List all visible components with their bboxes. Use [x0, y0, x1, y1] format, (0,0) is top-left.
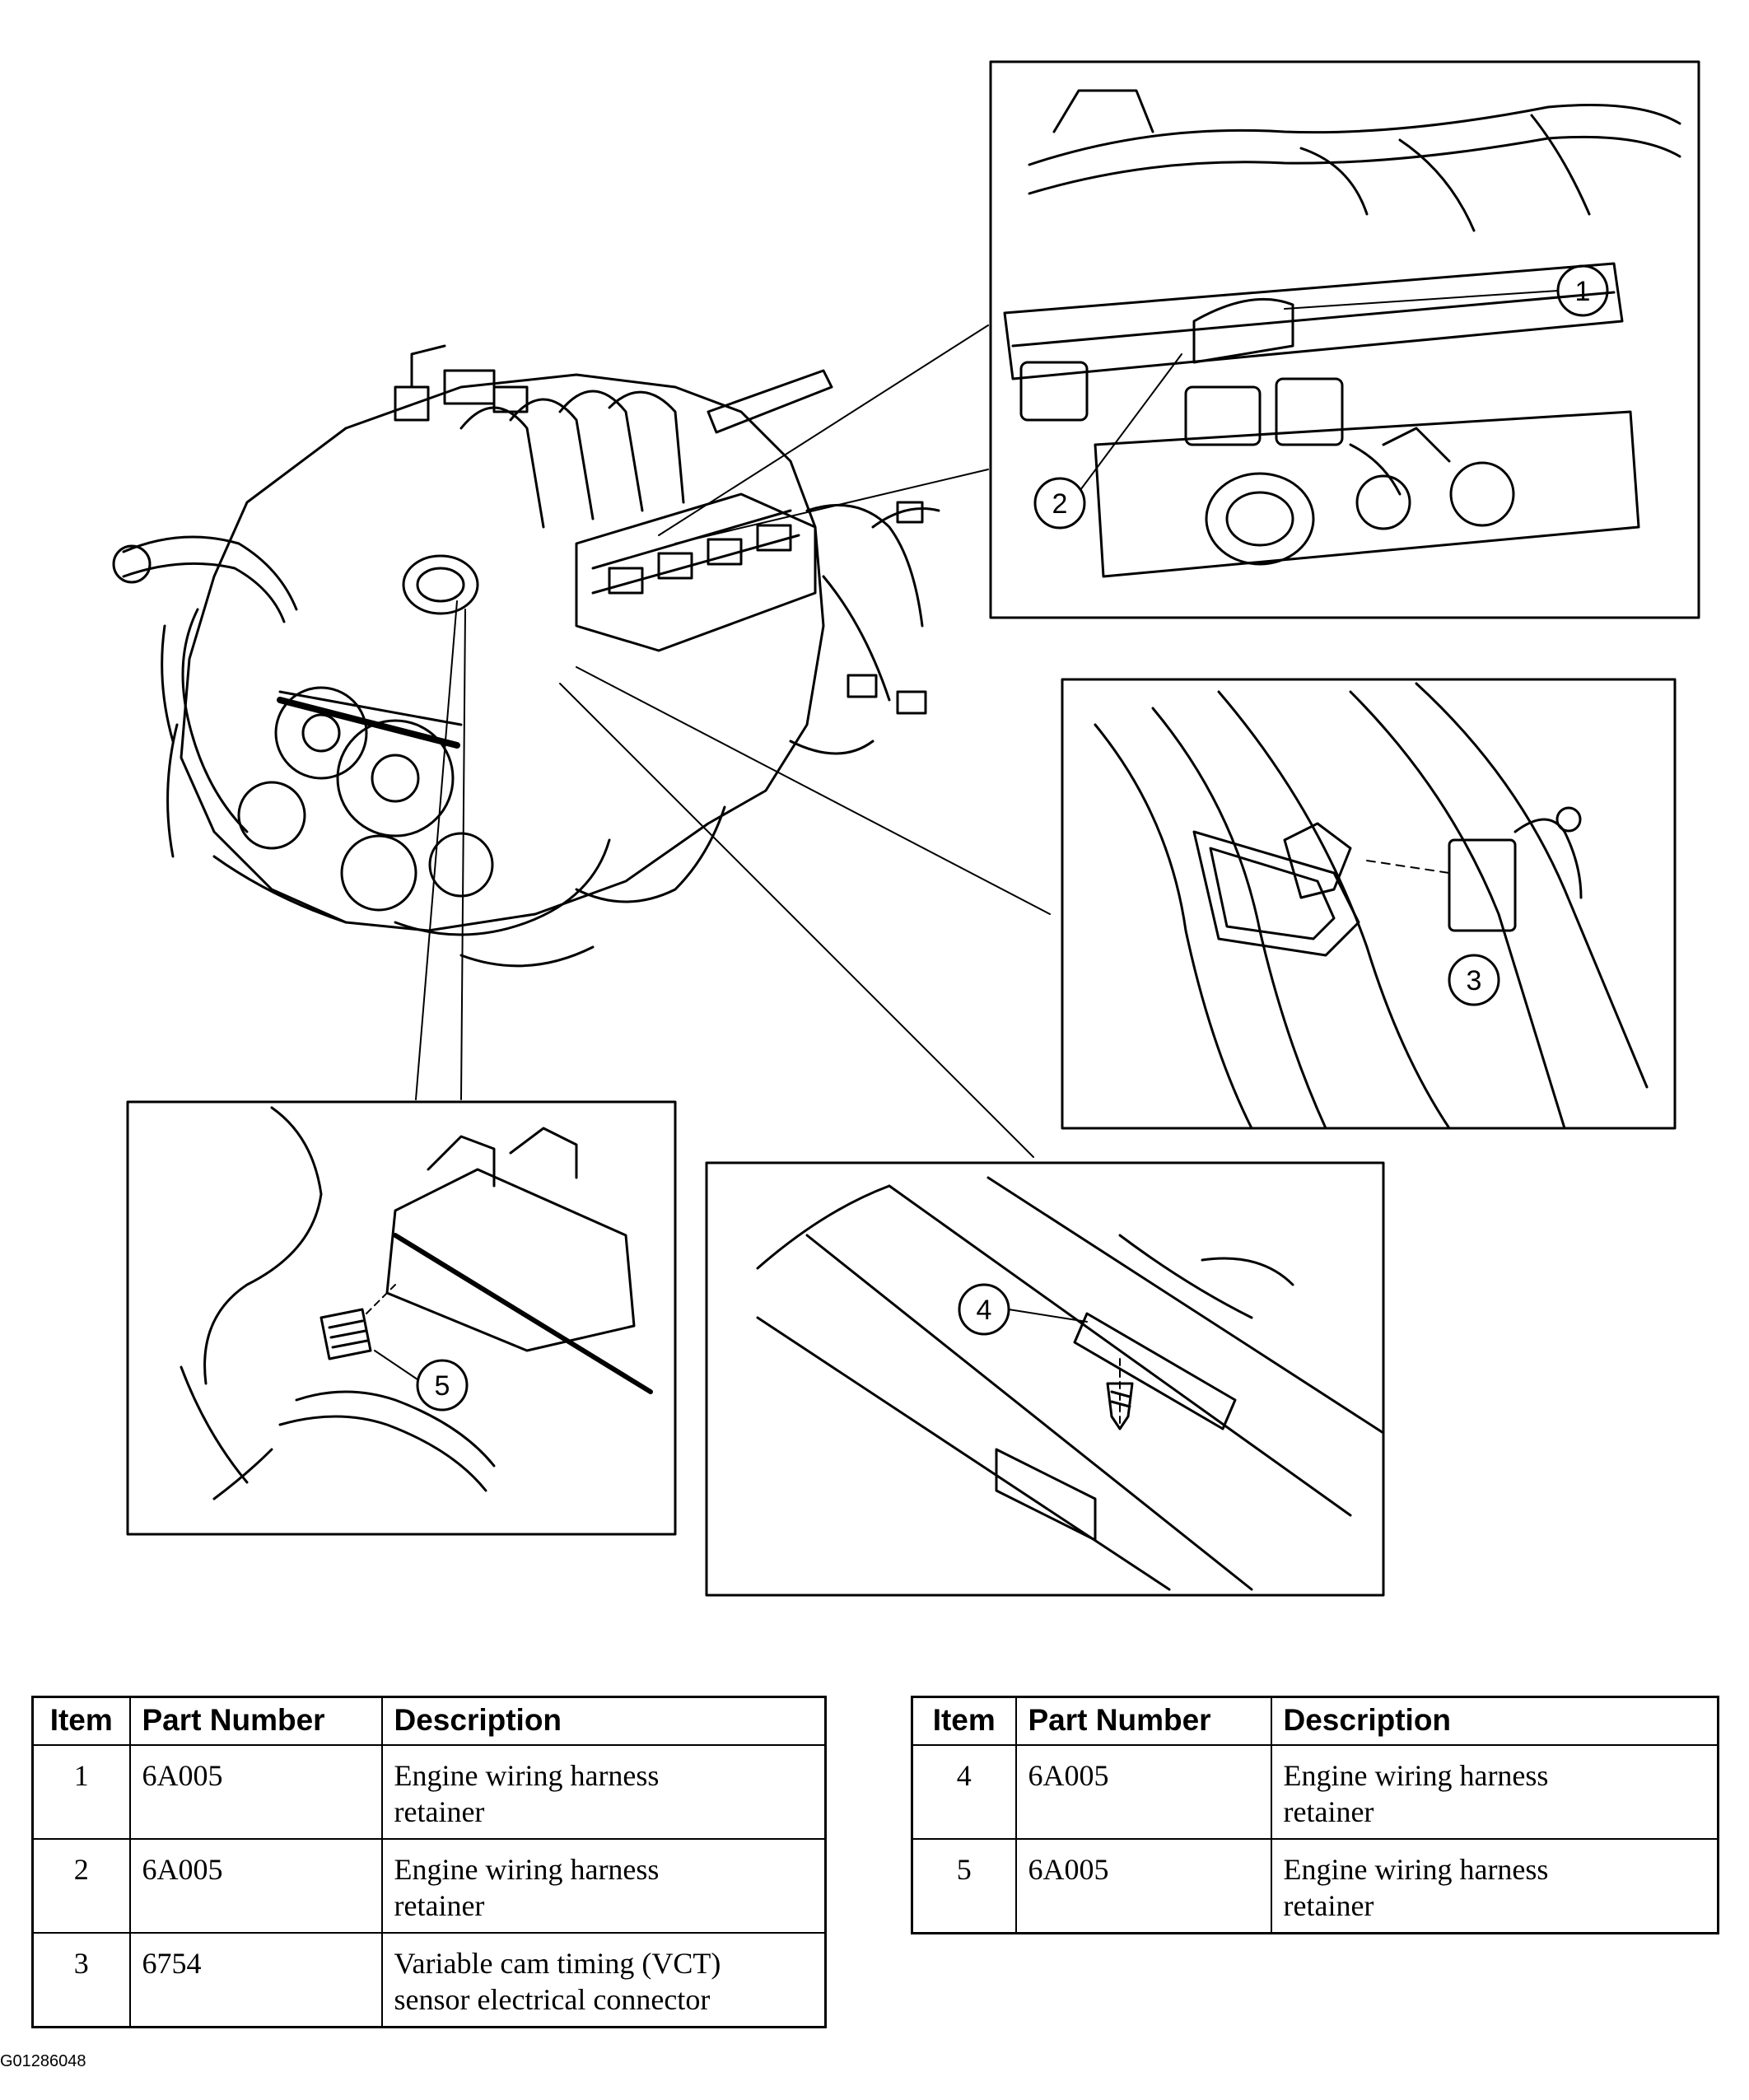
part-number-cell: 6A005: [128, 1838, 383, 1934]
item-cell: 3: [31, 1932, 131, 2028]
description-line: retainer: [394, 1889, 485, 1922]
table-row: 3 6754 Variable cam timing (VCT)sensor e…: [31, 1932, 827, 2028]
description-line: Engine wiring harness: [1283, 1759, 1549, 1792]
detail-view-d: [705, 1161, 1385, 1597]
header-part-number: Part Number: [128, 1696, 383, 1746]
callout-4-label: 4: [977, 1295, 992, 1326]
description-line: Engine wiring harness: [394, 1853, 660, 1886]
description-cell: Variable cam timing (VCT)sensor electric…: [380, 1932, 827, 2028]
header-part-number: Part Number: [1014, 1696, 1272, 1746]
part-number-cell: 6A005: [128, 1744, 383, 1840]
item-cell: 2: [31, 1838, 131, 1934]
part-number-cell: 6A005: [1014, 1744, 1272, 1840]
detail-view-b: [1061, 678, 1677, 1130]
table-header-row: Item Part Number Description: [31, 1696, 827, 1746]
figure-id: G01286048: [0, 2052, 86, 2070]
item-cell: 4: [911, 1744, 1017, 1840]
parts-table-right: Item Part Number Description 4 6A005 Eng…: [911, 1696, 1719, 1934]
header-description: Description: [1270, 1696, 1719, 1746]
part-number-cell: 6A005: [1014, 1838, 1272, 1934]
header-item: Item: [911, 1696, 1017, 1746]
description-line: retainer: [1283, 1889, 1374, 1922]
callout-1-label: 1: [1575, 276, 1591, 307]
callout-2-label: 2: [1052, 488, 1068, 520]
callout-5-label: 5: [435, 1370, 450, 1402]
engine-wiring-harness-illustration: 1 2 3 4 5: [112, 60, 1700, 1597]
description-line: Engine wiring harness: [394, 1759, 660, 1792]
detail-view-c: [126, 1100, 677, 1536]
leader-lines: [415, 324, 1051, 1158]
part-number-cell: 6754: [128, 1932, 383, 2028]
description-line: retainer: [1283, 1795, 1374, 1828]
item-cell: 5: [911, 1838, 1017, 1934]
item-cell: 1: [31, 1744, 131, 1840]
description-line: Variable cam timing (VCT): [394, 1947, 721, 1980]
parts-table-left: Item Part Number Description 1 6A005 Eng…: [31, 1696, 827, 2028]
header-item: Item: [31, 1696, 131, 1746]
detail-view-a: [989, 60, 1700, 619]
description-line: Engine wiring harness: [1283, 1853, 1549, 1886]
callout-3-label: 3: [1467, 965, 1482, 996]
description-line: retainer: [394, 1795, 485, 1828]
description-line: sensor electrical connector: [394, 1983, 711, 2016]
table-header-row: Item Part Number Description: [911, 1696, 1719, 1746]
header-description: Description: [380, 1696, 827, 1746]
engine-overview-drawing: [112, 344, 940, 968]
